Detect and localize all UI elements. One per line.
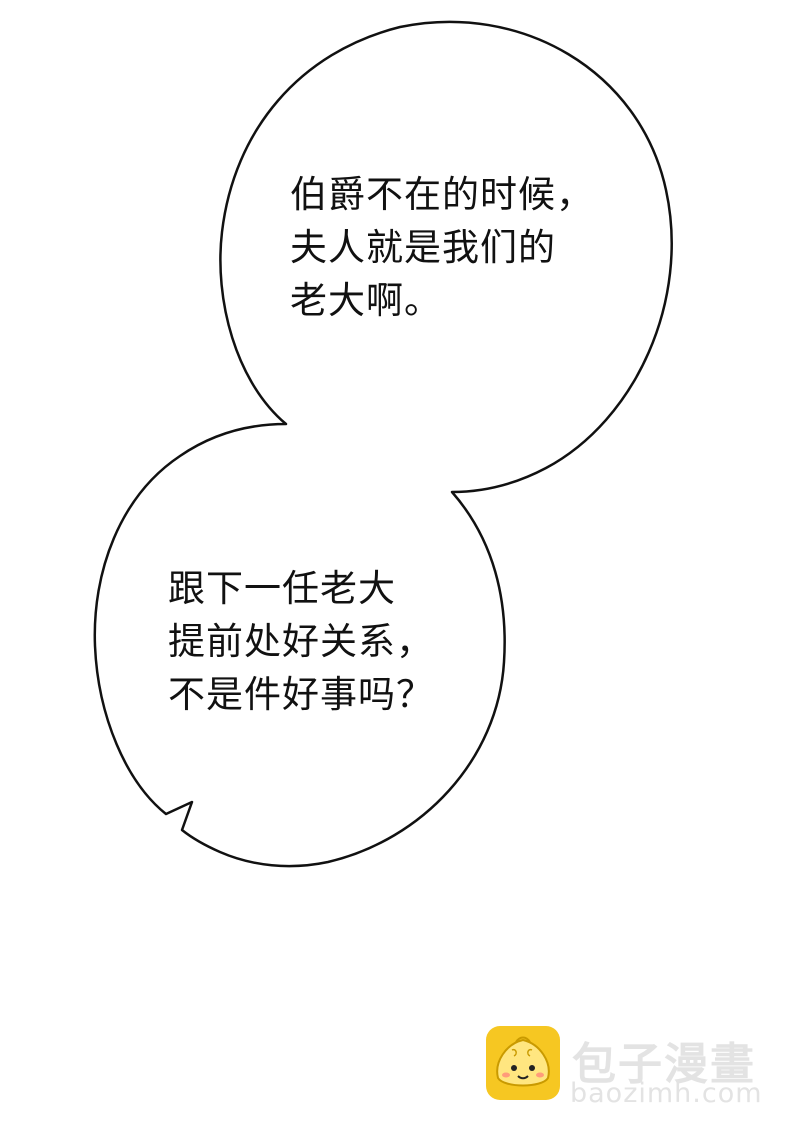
speech-line: 伯爵不在的时候， (290, 173, 594, 216)
speech-line: 不是件好事吗？ (168, 673, 434, 716)
speech-bubble-outline (93, 20, 673, 868)
speech-line: 老大啊。 (290, 279, 442, 322)
bun-mascot-icon (496, 1036, 550, 1087)
speech-text-top: 伯爵不在的时候， 夫人就是我们的 老大啊。 (290, 168, 594, 327)
site-watermark: 包子漫畫 baozimh.com (486, 1026, 786, 1109)
watermark-site-name: 包子漫畫 (572, 1039, 756, 1090)
watermark-site-url: baozimh.com (570, 1078, 763, 1109)
watermark-logo (486, 1026, 560, 1100)
speech-line: 跟下一任老大 (168, 567, 396, 610)
speech-text-bottom: 跟下一任老大 提前处好关系， 不是件好事吗？ (168, 562, 434, 721)
speech-line: 夫人就是我们的 (290, 226, 556, 269)
speech-line: 提前处好关系， (168, 620, 434, 663)
